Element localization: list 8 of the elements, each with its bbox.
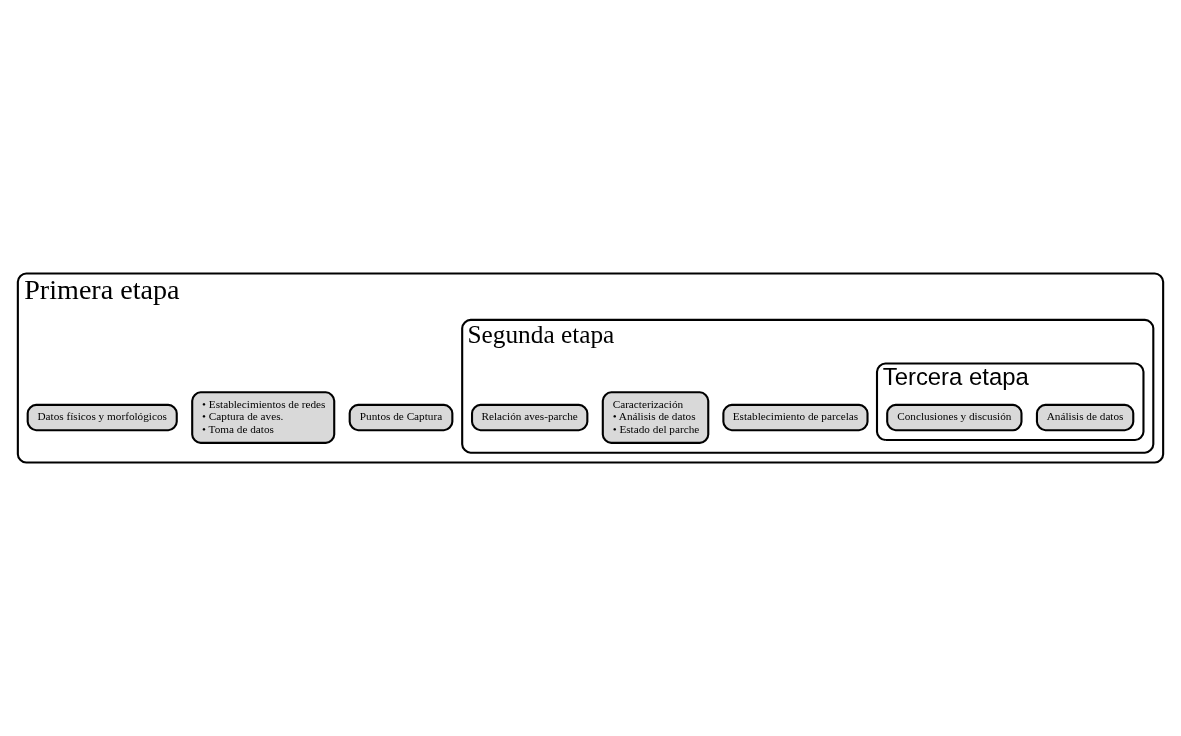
node-box: • Establecimientos de redes • Captura de aves. • Toma de datos xyxy=(191,391,336,444)
node-box: Establecimiento de parcelas xyxy=(722,403,869,432)
node-box: Caracterización • Análisis de datos • Estado del parche xyxy=(601,391,710,444)
node-box: Conclusiones y discusión xyxy=(886,403,1023,432)
node-box: Datos físicos y morfológicos xyxy=(26,403,178,432)
node-box: Análisis de datos xyxy=(1035,403,1135,432)
node-box: Relación aves-parche xyxy=(470,403,589,432)
node-box: Puntos de Captura xyxy=(348,403,454,432)
